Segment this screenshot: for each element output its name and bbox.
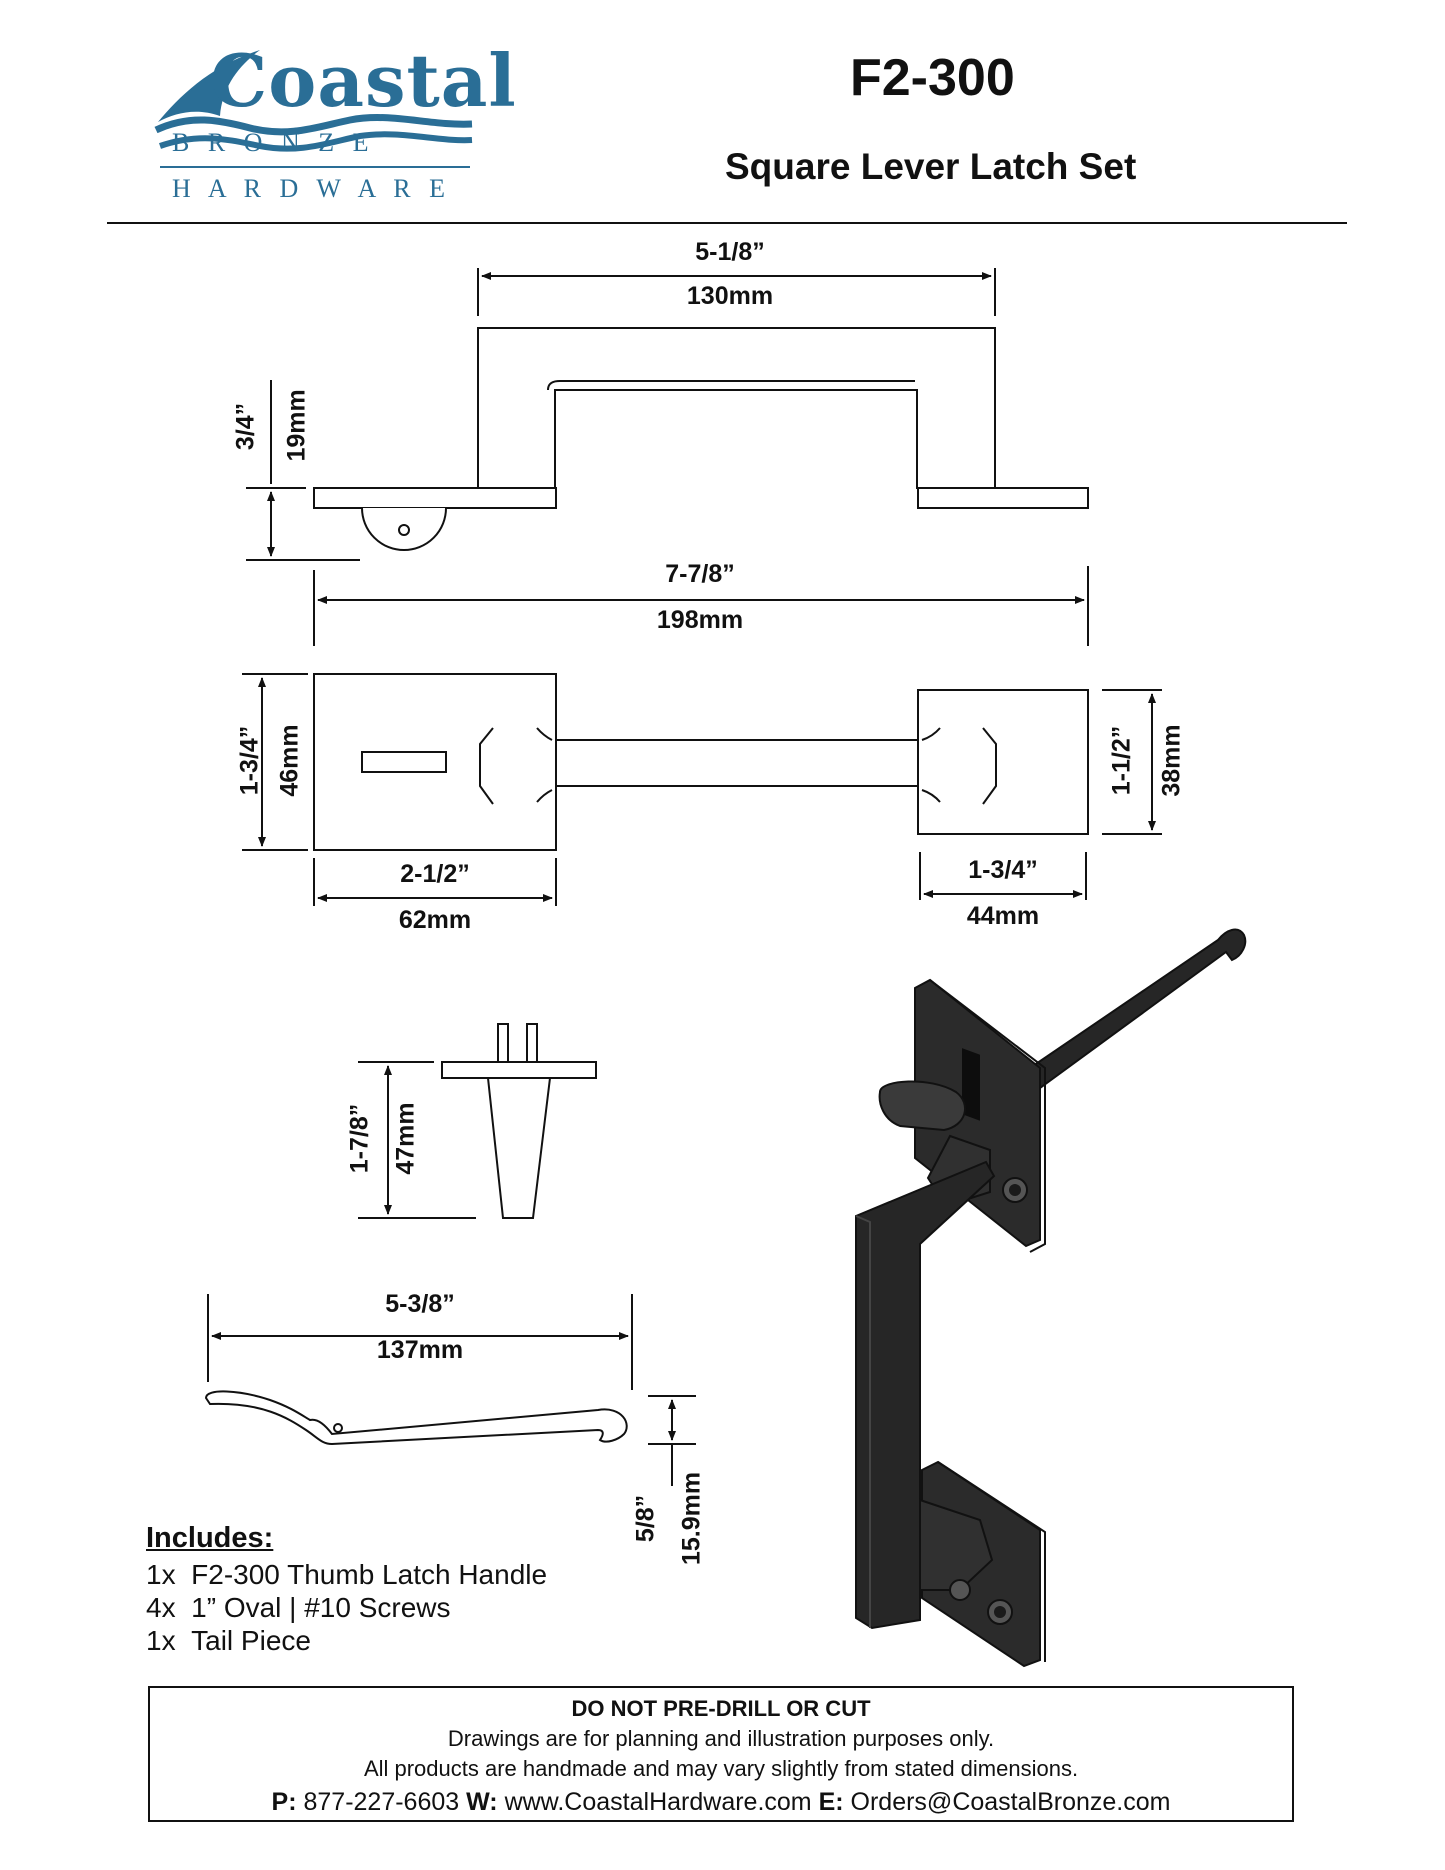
includes-item: 1x Tail Piece [146,1625,547,1657]
dim-top-plate-width-mm: 62mm [398,906,472,934]
disclaimer-line-1: Drawings are for planning and illustrati… [447,1726,995,1751]
disclaimer-box: DO NOT PRE-DRILL OR CUT Drawings are for… [148,1686,1294,1822]
includes-title: Includes: [146,1522,274,1554]
includes-qty: 4x [146,1592,176,1623]
dim-bottom-plate-height-in: 1-1/2” [1107,725,1136,796]
includes-qty: 1x [146,1559,176,1590]
dim-lever-height-mm: 15.9mm [677,1471,706,1566]
brand-divider [160,166,470,168]
brand-line-bronze: B R O N Z E [172,128,375,157]
brand-logo: Coastal B R O N Z E H A R D W A R E [150,36,516,206]
includes-desc: 1” Oval | #10 Screws [191,1592,451,1623]
product-render [855,928,1247,1668]
dim-handle-width-mm: 130mm [686,282,774,310]
thumb-piece-drawing [441,1023,597,1219]
model-number: F2-300 [850,49,1015,107]
warning-text: DO NOT PRE-DRILL OR CUT [571,1696,871,1721]
product-title: Square Lever Latch Set [725,146,1137,187]
lever-drawing [204,1390,628,1446]
phone-number[interactable]: 877-227-6603 [303,1788,460,1816]
dim-overall-mm: 198mm [656,606,744,634]
contact-line: P: 877-227-6603 W: www.CoastalHardware.c… [150,1788,1292,1817]
includes-item: 4x 1” Oval | #10 Screws [146,1592,547,1624]
email-link[interactable]: Orders@CoastalBronze.com [850,1788,1171,1816]
includes-desc: Tail Piece [191,1625,311,1656]
dim-thumb-height-mm: 47mm [391,1102,420,1175]
dim-top-plate-height-in: 1-3/4” [235,725,264,796]
dim-overall-in: 7-7/8” [665,560,735,588]
dim-lever-length-in: 5-3/8” [385,1290,455,1318]
brand-line-hardware: H A R D W A R E [172,174,452,203]
website-link[interactable]: www.CoastalHardware.com [504,1788,812,1816]
dim-top-plate-width-in: 2-1/2” [400,860,470,888]
dim-bottom-plate-width-mm: 44mm [966,902,1040,930]
dim-handle-depth-in: 3/4” [231,402,260,451]
email-label: E: [818,1788,844,1816]
wave-icon [154,50,473,152]
dim-top-plate-height-mm: 46mm [275,724,304,797]
brand-name: Coastal [210,38,517,123]
phone-label: P: [271,1788,297,1816]
dim-handle-depth-mm: 19mm [282,389,311,462]
web-label: W: [466,1788,498,1816]
includes-desc: F2-300 Thumb Latch Handle [191,1559,548,1590]
dim-handle-width-in: 5-1/8” [695,238,765,266]
dim-thumb-height-in: 1-7/8” [345,1103,374,1174]
disclaimer-line-2: All products are handmade and may vary s… [363,1756,1079,1781]
includes-section: Includes: 1x F2-300 Thumb Latch Handle 4… [146,1522,547,1657]
dim-lever-length-mm: 137mm [376,1336,464,1364]
dim-bottom-plate-height-mm: 38mm [1157,724,1186,797]
dim-lever-height-in: 5/8” [631,1494,660,1543]
includes-item: 1x F2-300 Thumb Latch Handle [146,1559,547,1591]
dim-bottom-plate-width-in: 1-3/4” [968,856,1038,884]
handle-side-view [313,327,1089,551]
includes-qty: 1x [146,1625,176,1656]
handle-front-view [313,673,1089,851]
header-rule [107,222,1347,224]
